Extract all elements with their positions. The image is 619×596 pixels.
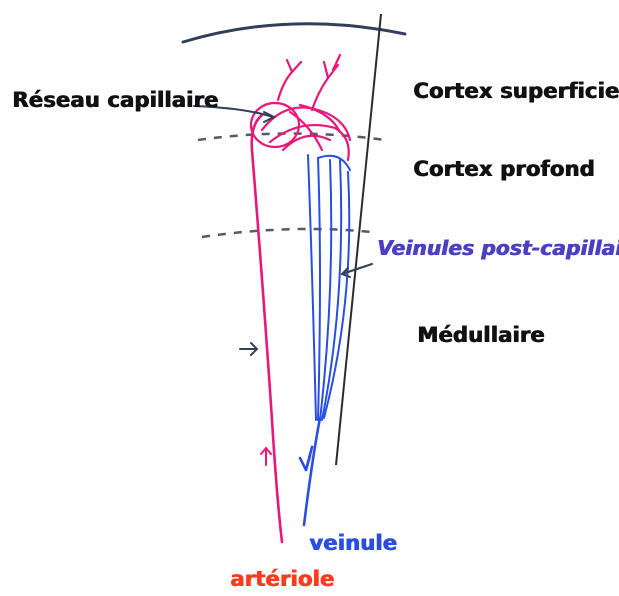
arteriole-vessel — [252, 115, 282, 542]
label-reseau-capillaire: Réseau capillaire — [12, 88, 218, 112]
capillary-network — [251, 55, 350, 160]
label-medullaire: Médullaire — [417, 323, 545, 347]
cortex-boundary-dashed — [198, 134, 385, 141]
kidney-surface-curve — [183, 24, 405, 42]
veinule-vessel — [300, 418, 320, 525]
label-veinules-post-capillaires: Veinules post-capillaires — [377, 236, 619, 260]
arrow-icon — [240, 343, 257, 355]
medulla-boundary-dashed — [202, 229, 372, 237]
label-arteriole: artériole — [230, 567, 334, 591]
label-cortex-profond: Cortex profond — [413, 157, 595, 181]
lobule-right-border — [336, 14, 381, 465]
arrow-icon — [261, 448, 271, 465]
label-cortex-superficiel: Cortex superficiel — [413, 79, 619, 103]
arrow-icon — [342, 264, 372, 277]
label-veinule: veinule — [309, 531, 397, 555]
